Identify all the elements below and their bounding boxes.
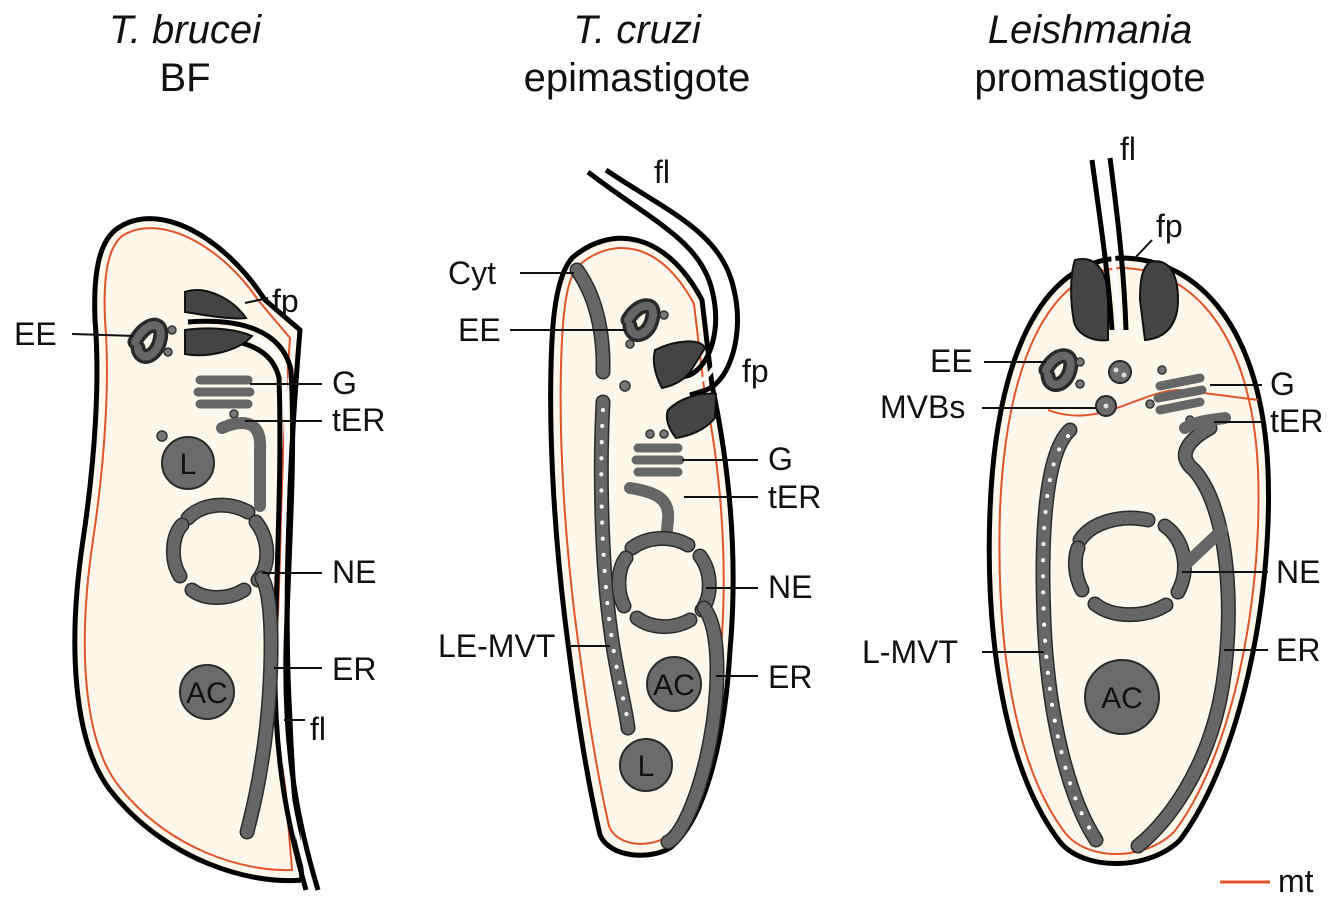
leishmania-golgi xyxy=(1158,378,1202,410)
panel-leishmania: Leishmania promastigote xyxy=(862,8,1323,864)
leishmania-label-ee: EE xyxy=(930,343,973,379)
t-brucei-golgi xyxy=(198,380,250,404)
t-cruzi-label-lemvt: LE-MVT xyxy=(438,628,555,664)
panel-t-brucei: T. brucei BF xyxy=(14,8,385,890)
panel-2-title-stage: epimastigote xyxy=(524,56,751,100)
panel-3-title-species: Leishmania xyxy=(988,8,1193,52)
t-brucei-label-fl: fl xyxy=(310,711,326,747)
legend: mt xyxy=(1220,863,1314,898)
panel-2-title-species: T. cruzi xyxy=(573,8,702,52)
leishmania-label-er: ER xyxy=(1276,632,1320,668)
t-brucei-label-ne: NE xyxy=(332,554,376,590)
t-cruzi-label-ne: NE xyxy=(768,569,812,605)
legend-mt-label: mt xyxy=(1278,863,1314,898)
t-brucei-label-ee: EE xyxy=(14,316,57,352)
panel-3-title-stage: promastigote xyxy=(974,56,1205,100)
leishmania-label-mvbs: MVBs xyxy=(880,389,965,425)
leishmania-label-fp: fp xyxy=(1156,208,1183,244)
t-cruzi-label-fl: fl xyxy=(654,154,670,190)
t-cruzi-ac-label: AC xyxy=(653,669,695,702)
t-brucei-label-g: G xyxy=(332,365,357,401)
t-cruzi-label-ter: tER xyxy=(768,479,821,515)
panel-t-cruzi: T. cruzi epimastigote xyxy=(438,8,821,855)
t-cruzi-label-er: ER xyxy=(768,659,812,695)
t-brucei-label-fp: fp xyxy=(272,283,299,319)
t-brucei-lipid-label: L xyxy=(180,448,197,481)
t-brucei-label-er: ER xyxy=(332,651,376,687)
t-cruzi-label-ee: EE xyxy=(458,312,501,348)
leishmania-label-ter: tER xyxy=(1270,403,1323,439)
t-cruzi-label-cyt: Cyt xyxy=(448,255,496,291)
leishmania-flagellar-pocket xyxy=(1071,259,1108,340)
leishmania-label-lmvt: L-MVT xyxy=(862,634,958,670)
leishmania-label-fl: fl xyxy=(1120,131,1136,167)
leishmania-label-g: G xyxy=(1270,366,1295,402)
t-cruzi-label-fp: fp xyxy=(742,353,769,389)
leishmania-ac-label: AC xyxy=(1101,682,1143,715)
t-brucei-label-ter: tER xyxy=(332,402,385,438)
leishmania-label-ne: NE xyxy=(1276,554,1320,590)
panel-1-title-stage: BF xyxy=(159,56,210,100)
leishmania-mvb-1 xyxy=(1109,361,1131,383)
t-cruzi-golgi xyxy=(636,448,680,472)
t-cruzi-label-g: G xyxy=(768,441,793,477)
panel-1-title-species: T. brucei xyxy=(109,8,262,52)
t-cruzi-lipid-label: L xyxy=(638,750,655,783)
t-brucei-ac-label: AC xyxy=(186,677,228,710)
